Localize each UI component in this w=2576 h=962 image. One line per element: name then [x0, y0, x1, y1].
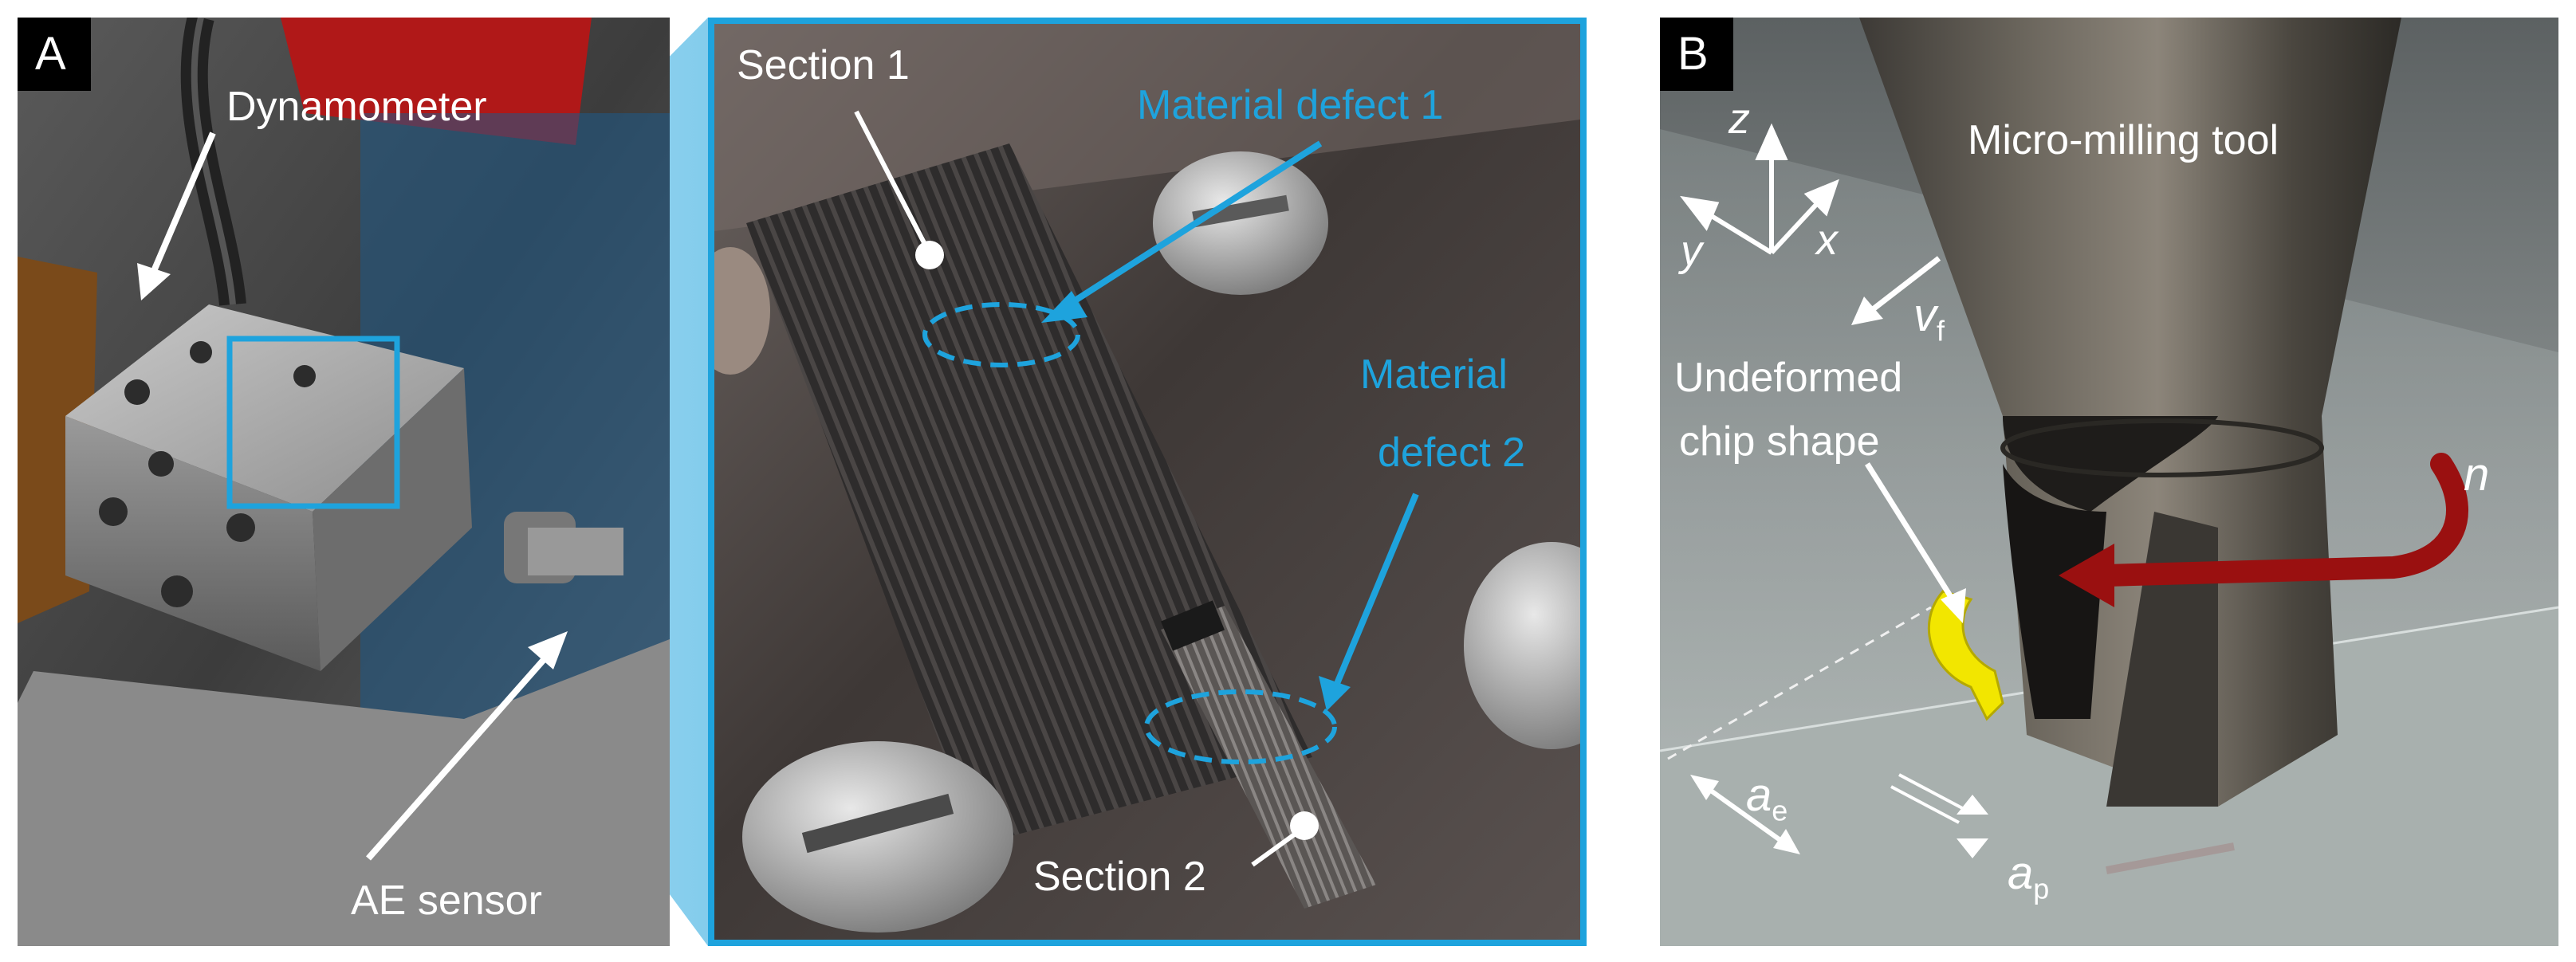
- axis-y-label: y: [1681, 227, 1702, 275]
- ae-sensor-label: AE sensor: [351, 878, 542, 924]
- spindle-speed-label: n: [2464, 449, 2490, 501]
- feed-rate-label: vf: [1913, 289, 1945, 348]
- chip-label-line2: chip shape: [1679, 418, 1880, 465]
- feed-rate-subscript: f: [1937, 314, 1945, 347]
- radial-depth-label: ae: [1746, 768, 1787, 828]
- axial-depth-label: ap: [2008, 846, 2049, 906]
- material-defect-1-label: Material defect 1: [1137, 82, 1444, 128]
- panel-a-letter: A: [35, 28, 66, 80]
- panel-b-letter: B: [1677, 28, 1709, 80]
- axis-x-label: x: [1816, 216, 1838, 264]
- dynamometer-label: Dynamometer: [226, 84, 487, 130]
- axis-z-label: z: [1728, 95, 1750, 143]
- section-1-label: Section 1: [737, 42, 910, 88]
- radial-depth-subscript: e: [1772, 794, 1788, 827]
- panel-b-render: B z y x Micro-milling tool Undeformed ch…: [1660, 18, 2558, 946]
- material-defect-2-label-line1: Material: [1360, 351, 1508, 398]
- material-defect-2-label-line2: defect 2: [1378, 430, 1526, 476]
- panel-b-letter-box: B: [1660, 18, 1733, 91]
- section-2-label: Section 2: [1033, 854, 1206, 900]
- zoom-detail-photo: Section 1 Material defect 1 Material def…: [708, 18, 1587, 946]
- feed-rate-symbol: v: [1913, 289, 1937, 341]
- axial-depth-symbol: a: [2008, 847, 2034, 899]
- axial-depth-subscript: p: [2033, 872, 2050, 905]
- tool-label: Micro-milling tool: [1968, 117, 2279, 163]
- radial-depth-symbol: a: [1746, 769, 1772, 821]
- panel-a-photo: A Dynamometer AE sensor: [18, 18, 670, 946]
- panel-a-letter-box: A: [18, 18, 91, 91]
- chip-label-line1: Undeformed: [1674, 355, 1903, 401]
